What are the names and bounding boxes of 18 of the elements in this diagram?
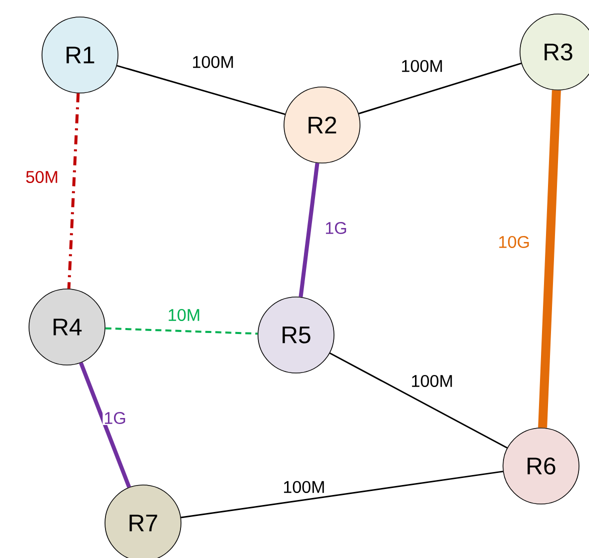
link-line	[116, 64, 286, 116]
edge-label: 1G	[102, 410, 128, 426]
edge-label: 100M	[410, 374, 454, 388]
link-line	[298, 162, 320, 298]
link-line	[538, 90, 561, 428]
link-line	[358, 62, 522, 114]
edge-label: 50M	[24, 170, 60, 184]
edge-label: 100M	[282, 480, 326, 494]
link-line	[79, 362, 131, 488]
edge-label: 100M	[400, 58, 444, 74]
edge-label: 100M	[190, 54, 236, 70]
link-line	[67, 93, 80, 289]
link-line	[105, 327, 258, 335]
link-line	[180, 470, 504, 518]
edge-label: 1G	[324, 220, 348, 236]
edge-label: 10M	[166, 308, 202, 322]
link-line	[330, 352, 508, 449]
edge-label: 10G	[496, 234, 532, 250]
